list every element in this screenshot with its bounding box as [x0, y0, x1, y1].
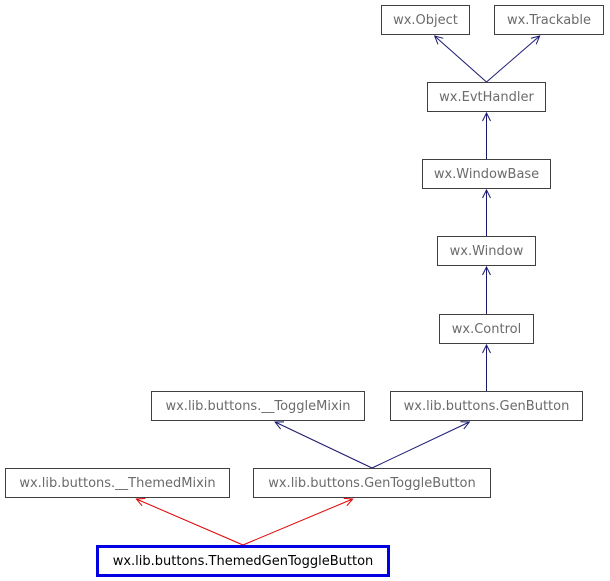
node-gen-toggle-button[interactable]: wx.lib.buttons.GenToggleButton — [253, 468, 491, 498]
node-wx-trackable[interactable]: wx.Trackable — [494, 5, 604, 35]
edge-themed-gen-toggle-button-to-gen-toggle-button — [242, 499, 353, 546]
node-gen-button[interactable]: wx.lib.buttons.GenButton — [390, 391, 583, 421]
edge-wx-evthandler-to-wx-trackable — [486, 36, 540, 83]
node-themed-gen-toggle-button[interactable]: wx.lib.buttons.ThemedGenToggleButton — [96, 545, 390, 577]
edge-gen-toggle-button-to-gen-button — [371, 422, 469, 469]
edge-themed-gen-toggle-button-to-themed-mixin — [136, 499, 244, 546]
edge-wx-evthandler-to-wx-object — [435, 36, 487, 83]
node-wx-windowbase[interactable]: wx.WindowBase — [422, 159, 551, 189]
node-toggle-mixin[interactable]: wx.lib.buttons.__ToggleMixin — [151, 391, 365, 421]
node-wx-window[interactable]: wx.Window — [437, 236, 536, 266]
edge-gen-toggle-button-to-toggle-mixin — [275, 422, 373, 469]
node-wx-object[interactable]: wx.Object — [381, 5, 470, 35]
node-themed-mixin[interactable]: wx.lib.buttons.__ThemedMixin — [5, 468, 230, 498]
node-wx-control[interactable]: wx.Control — [439, 314, 534, 344]
node-wx-evthandler[interactable]: wx.EvtHandler — [427, 82, 546, 112]
